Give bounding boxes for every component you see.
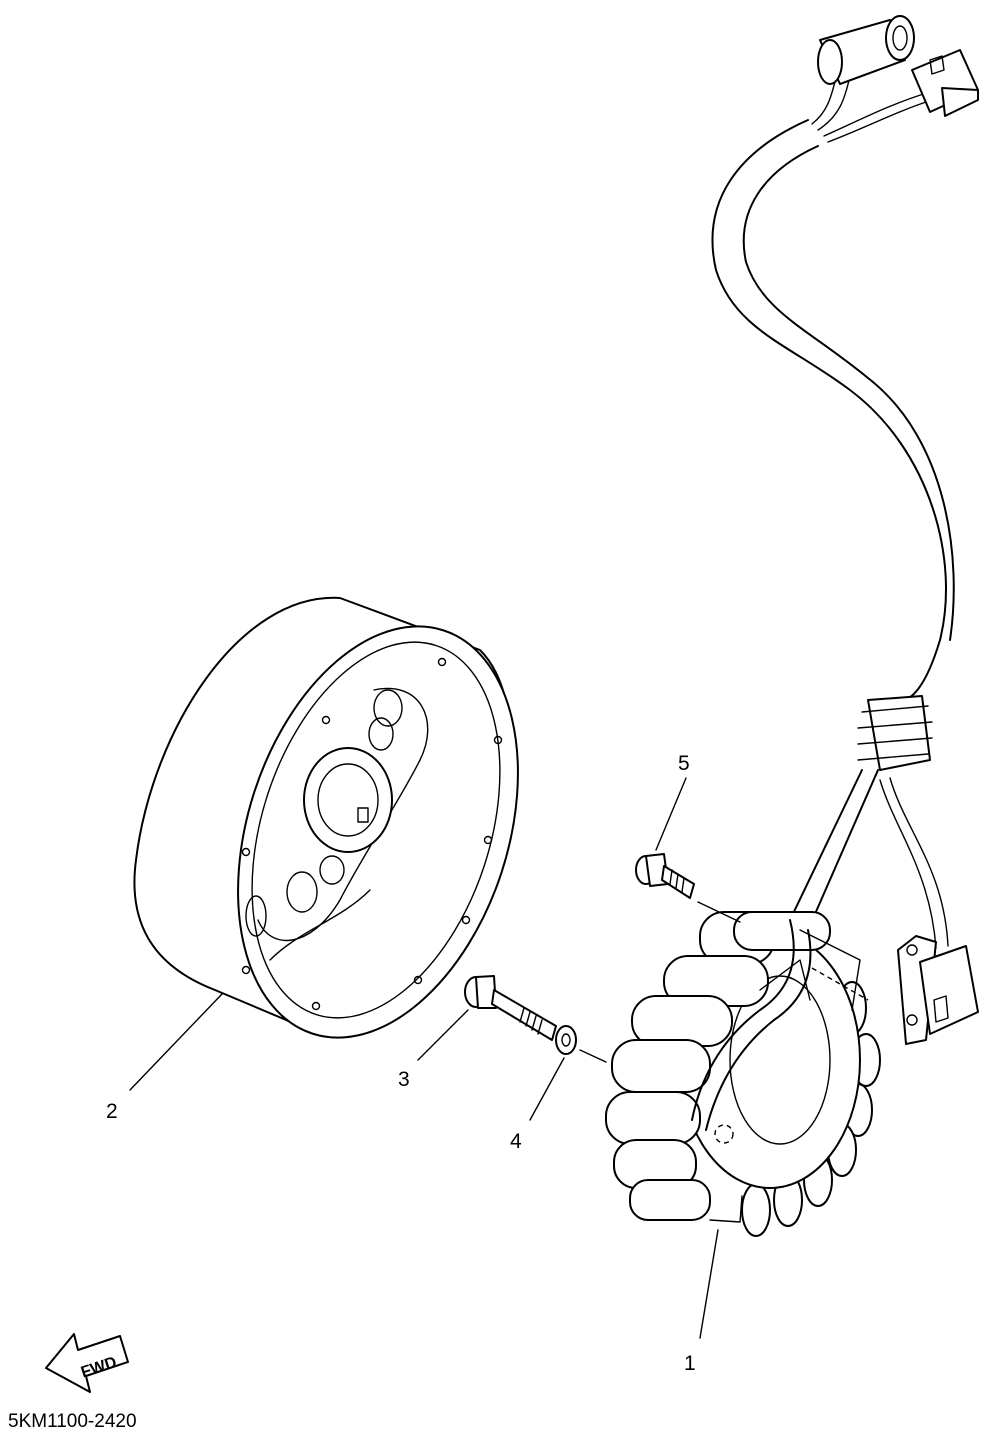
svg-text:2: 2 xyxy=(106,1100,118,1123)
svg-text:5: 5 xyxy=(678,752,690,775)
wire-grommet xyxy=(857,695,933,771)
callout-3: 3 xyxy=(398,1009,469,1091)
rotor-flywheel xyxy=(133,596,519,1039)
stator-bolt xyxy=(635,853,695,899)
callout-2: 2 xyxy=(106,993,223,1123)
round-coupler xyxy=(817,15,915,85)
fwd-arrow-icon: FWD xyxy=(45,1333,129,1393)
diagram-code: 5KM1100-2420 xyxy=(8,1411,137,1432)
svg-text:3: 3 xyxy=(398,1068,410,1091)
callout-4: 4 xyxy=(510,1057,565,1153)
wire-harness xyxy=(711,15,979,949)
stator-assembly xyxy=(605,911,881,1237)
callout-5: 5 xyxy=(655,752,690,851)
svg-text:1: 1 xyxy=(684,1352,696,1375)
pickup-coil xyxy=(897,935,979,1045)
callout-1: 1 xyxy=(684,1229,719,1375)
svg-text:4: 4 xyxy=(510,1130,522,1153)
washer xyxy=(555,1025,577,1055)
square-coupler xyxy=(911,49,979,117)
rotor-bolt xyxy=(464,975,557,1041)
